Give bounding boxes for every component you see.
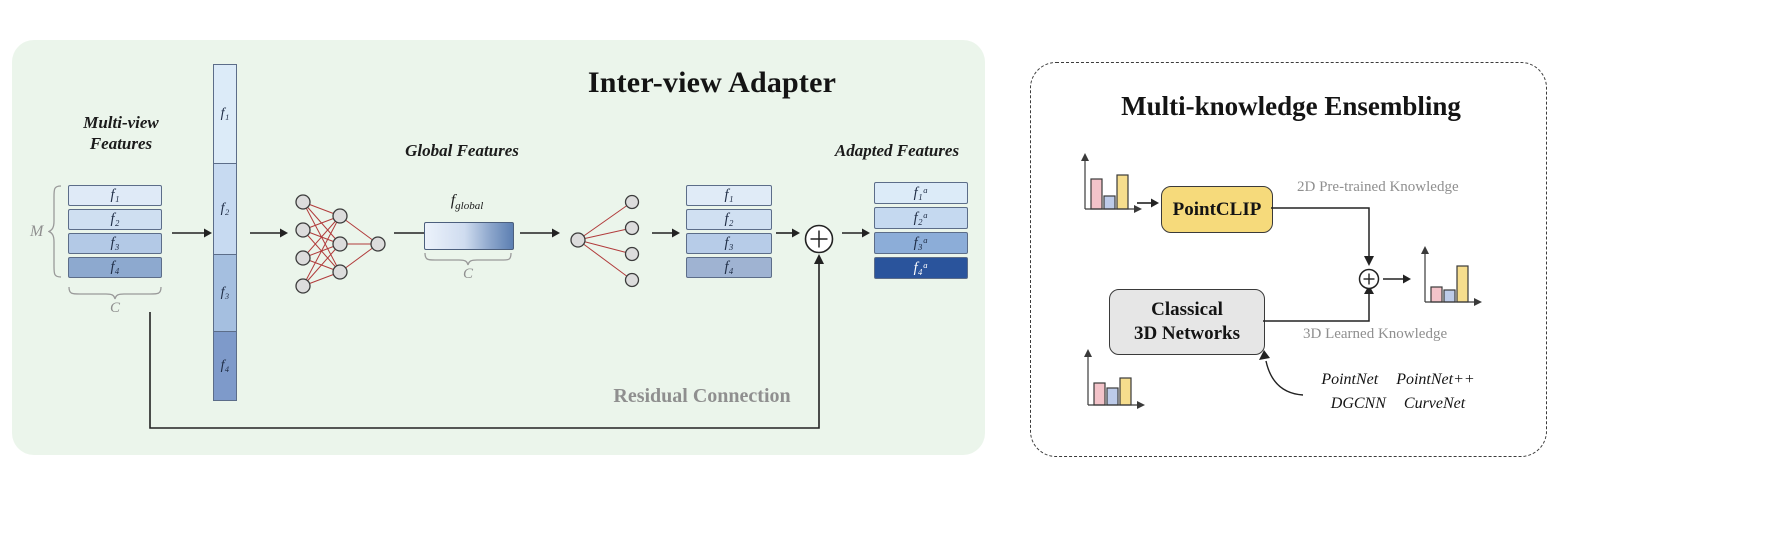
- adapted-bar-f2a: f₂ᵃ: [874, 207, 968, 229]
- global-feature-bar: [424, 222, 514, 250]
- 3d-knowledge-label: 3D Learned Knowledge: [1303, 326, 1448, 342]
- f-global-label: fglobal: [450, 192, 484, 213]
- curved-arrow-icon: [1259, 350, 1304, 396]
- multi-knowledge-panel: Multi-knowledge Ensembling PointCLIP 2D …: [1030, 62, 1547, 457]
- histogram-icon: [1081, 153, 1142, 213]
- feature-bar-f1: f₁: [68, 185, 162, 206]
- feature-bar-f2: f₂: [686, 209, 772, 230]
- feature-bar-f3: f₃: [686, 233, 772, 254]
- feature-bar-f4: f₄: [686, 257, 772, 278]
- adapter-title: Inter-view Adapter: [587, 66, 837, 99]
- curly-brace-icon: [68, 286, 162, 300]
- ensembling-title: Multi-knowledge Ensembling: [1121, 91, 1461, 121]
- adapted-bar-f3a: f₃ᵃ: [874, 232, 968, 254]
- residual-connection-line: [149, 254, 824, 429]
- c-dimension-label: C: [109, 300, 120, 316]
- inter-view-adapter-panel: Inter-view Adapter Multi-view Features M…: [12, 40, 985, 455]
- histogram-icon: [1084, 349, 1145, 409]
- arrow-right-icon: [520, 228, 560, 238]
- arrow-right-icon: [1383, 274, 1411, 284]
- feature-bar-f4: f₄: [68, 257, 162, 278]
- adapted-features-label: Adapted Features: [834, 141, 960, 160]
- global-features-label: Global Features: [405, 141, 519, 160]
- column-seg-f1: f₁: [213, 64, 237, 164]
- concatenated-feature-column: f₁ f₂ f₃ f₄: [213, 64, 237, 401]
- arrow-right-icon: [842, 228, 870, 238]
- curly-brace-icon: [48, 185, 62, 278]
- multiview-features-label: Multi-view Features: [83, 113, 159, 154]
- plus-circle-icon: [804, 224, 834, 254]
- connector-3d-line: [1263, 285, 1374, 322]
- column-seg-f4: f₄: [213, 331, 237, 401]
- pointclip-box: PointCLIP: [1161, 186, 1273, 233]
- neural-net-decoder-icon: [570, 194, 640, 288]
- connector-2d-line: [1271, 207, 1374, 266]
- arrow-right-icon: [652, 228, 680, 238]
- feature-bar-f3: f₃: [68, 233, 162, 254]
- arrow-right-icon: [1137, 198, 1159, 208]
- decoded-feature-stack: f₁ f₂ f₃ f₄: [686, 185, 772, 278]
- column-seg-f2: f₂: [213, 163, 237, 255]
- arrow-right-icon: [172, 228, 212, 238]
- neural-net-encoder-icon: [295, 194, 386, 294]
- networks-list: PointNet PointNet++ DGCNN CurveNet: [1283, 371, 1513, 413]
- classical-3d-networks-box: Classical 3D Networks: [1109, 289, 1265, 355]
- 2d-knowledge-label: 2D Pre-trained Knowledge: [1297, 179, 1459, 195]
- adapted-bar-f4a: f₄ᵃ: [874, 257, 968, 279]
- multiview-feature-stack: f₁ f₂ f₃ f₄: [68, 185, 162, 278]
- arrow-right-icon: [776, 228, 800, 238]
- arrow-right-icon: [250, 228, 288, 238]
- residual-connection-label: Residual Connection: [613, 385, 791, 407]
- curly-brace-icon: [424, 252, 512, 266]
- m-dimension-label: M: [30, 223, 44, 240]
- c-dimension-label-global: C: [462, 266, 473, 282]
- networks-row-1: PointNet PointNet++: [1321, 371, 1475, 388]
- histogram-icon: [1421, 246, 1482, 306]
- adapted-feature-stack: f₁ᵃ f₂ᵃ f₃ᵃ f₄ᵃ: [874, 182, 968, 279]
- plus-circle-icon: [1358, 268, 1380, 290]
- feature-bar-f2: f₂: [68, 209, 162, 230]
- adapted-bar-f1a: f₁ᵃ: [874, 182, 968, 204]
- feature-bar-f1: f₁: [686, 185, 772, 206]
- networks-row-2: DGCNN CurveNet: [1330, 395, 1466, 412]
